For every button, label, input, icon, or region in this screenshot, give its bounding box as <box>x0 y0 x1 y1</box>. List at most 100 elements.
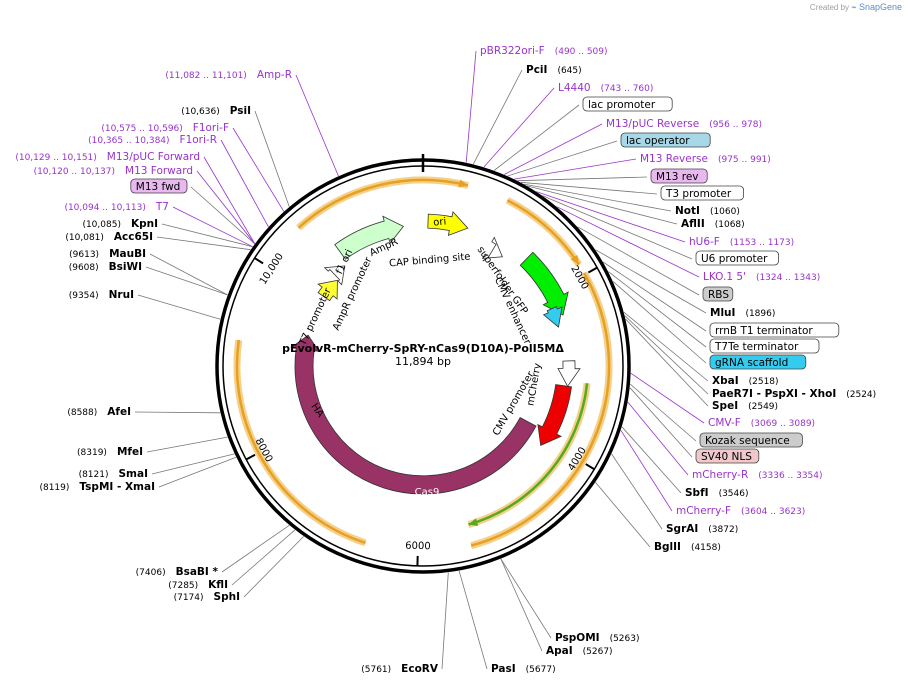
map-label-mcherry-f[interactable]: mCherry-F(3604 .. 3623) <box>676 505 805 517</box>
label-text: (10,085)KpnI <box>82 218 158 230</box>
map-label-sphi[interactable]: (7174)SphI <box>174 591 240 603</box>
leader-line <box>620 430 673 512</box>
map-label-bglii[interactable]: BglII(4158) <box>654 541 721 553</box>
label-text: PaeR7I - PspXI - XhoI(2524) <box>712 388 876 400</box>
map-label-m13-rev[interactable]: M13 rev <box>650 168 708 184</box>
orf-arcs <box>233 176 613 550</box>
label-text: LKO.1 5'(1324 .. 1343) <box>703 271 820 283</box>
label-text: ApaI(5267) <box>546 645 613 657</box>
leader-line <box>621 426 682 494</box>
snapgene-credit: Created by ⌁ SnapGene <box>809 2 902 12</box>
leader-line <box>483 87 555 168</box>
label-text: (10,365 .. 10,384)F1ori-R <box>88 134 217 146</box>
map-label-pasi[interactable]: PasI(5677) <box>491 663 556 675</box>
map-label-lko-1-5-[interactable]: LKO.1 5'(1324 .. 1343) <box>703 271 820 283</box>
leader-line <box>232 127 285 212</box>
map-label-f1ori-r[interactable]: (10,365 .. 10,384)F1ori-R <box>88 134 217 146</box>
map-label-bsiwi[interactable]: (9608)BsiWI <box>69 261 142 273</box>
label-box <box>695 448 760 464</box>
label-text: (8588)AfeI <box>67 406 131 418</box>
map-label-mlui[interactable]: MluI(1896) <box>710 307 775 319</box>
feature-label: T7 promoter <box>297 286 334 349</box>
map-label-amp-r[interactable]: (11,082 .. 11,101)Amp-R <box>165 69 292 81</box>
map-label-sbfi[interactable]: SbfI(3546) <box>685 487 749 499</box>
map-label-pspomi[interactable]: PspOMI(5263) <box>555 632 640 644</box>
map-label-spei[interactable]: SpeI(2549) <box>712 400 778 412</box>
map-label-kpni[interactable]: (10,085)KpnI <box>82 218 158 230</box>
map-label-rrnb-t1-terminator[interactable]: rrnB T1 terminator <box>709 322 840 338</box>
map-label-t7te-terminator[interactable]: T7Te terminator <box>709 338 820 354</box>
map-label-pbr322ori-f[interactable]: pBR322ori-F(490 .. 509) <box>480 45 608 57</box>
leader-line <box>156 236 251 251</box>
tick-label: 6000 <box>405 541 431 553</box>
map-label-maubi[interactable]: (9613)MauBI <box>69 248 146 260</box>
label-box <box>709 354 807 370</box>
map-label-mcherry-r[interactable]: mCherry-R(3336 .. 3354) <box>692 469 823 481</box>
label-text: (9613)MauBI <box>69 248 146 260</box>
label-text: (9354)NruI <box>69 289 134 301</box>
cmv-promoter-arrow <box>557 360 581 388</box>
map-label-l4440[interactable]: L4440(743 .. 760) <box>558 82 653 94</box>
orf-line <box>235 339 366 545</box>
map-label-lac-promoter[interactable]: lac promoter <box>582 96 673 112</box>
leader-line <box>630 372 705 424</box>
label-text: (10,636)PsiI <box>181 105 251 117</box>
leader-line <box>612 281 707 364</box>
leader-line <box>146 436 228 453</box>
map-label-apai[interactable]: ApaI(5267) <box>546 645 613 657</box>
label-box <box>695 250 779 266</box>
map-label-paer7i-pspxi-xhoi[interactable]: PaeR7I - PspXI - XhoI(2524) <box>712 388 876 400</box>
map-label-sv40-nls[interactable]: SV40 NLS <box>695 448 760 464</box>
map-label-u6-promoter[interactable]: U6 promoter <box>695 250 779 266</box>
map-label-nrui[interactable]: (9354)NruI <box>69 289 134 301</box>
map-label-rbs[interactable]: RBS <box>702 286 734 302</box>
leader-line <box>472 69 523 165</box>
f1-ori-arrow <box>317 279 338 302</box>
map-label-bsabi-[interactable]: (7406)BsaBI * <box>136 566 219 578</box>
map-label-hu6-f[interactable]: hU6-F(1153 .. 1173) <box>689 236 794 248</box>
map-label-ecorv[interactable]: (5761)EcoRV <box>361 663 439 675</box>
leader-line <box>220 139 269 227</box>
leader-line <box>458 570 488 670</box>
map-label-f1ori-f[interactable]: (10,575 .. 10,596)F1ori-F <box>101 122 229 134</box>
map-label-m13-forward[interactable]: (10,120 .. 10,137)M13 Forward <box>34 165 193 177</box>
leader-line <box>172 206 253 248</box>
map-label-smai[interactable]: (8121)SmaI <box>79 468 148 480</box>
map-label-m13-fwd[interactable]: M13 fwd <box>130 178 188 194</box>
label-text: SgrAI(3872) <box>666 523 738 535</box>
orf-arrowhead <box>570 255 579 265</box>
leader-line <box>623 311 709 382</box>
leader-line <box>517 176 648 182</box>
feature-label: Cas9 <box>415 487 440 498</box>
map-label-afei[interactable]: (8588)AfeI <box>67 406 131 418</box>
map-label-noti[interactable]: NotI(1060) <box>675 205 740 217</box>
map-label-grna-scaffold[interactable]: gRNA scaffold <box>709 354 807 370</box>
map-label-acc65i[interactable]: (10,081)Acc65I <box>65 231 153 243</box>
map-label-kozak-sequence[interactable]: Kozak sequence <box>699 432 803 448</box>
label-text: MluI(1896) <box>710 307 775 319</box>
map-label-sgrai[interactable]: SgrAI(3872) <box>666 523 738 535</box>
leader-line <box>465 50 477 163</box>
map-label-t7[interactable]: (10,094 .. 10,113)T7 <box>64 201 169 213</box>
map-label-kfli[interactable]: (7285)KflI <box>168 579 228 591</box>
cmv-enhancer-arrow <box>542 306 563 328</box>
leader-line <box>145 266 228 296</box>
label-box <box>130 178 188 194</box>
map-label-m13-puc-forward[interactable]: (10,129 .. 10,151)M13/pUC Forward <box>15 151 200 163</box>
orf-line <box>470 272 611 547</box>
map-label-m13-puc-reverse[interactable]: M13/pUC Reverse(956 .. 978) <box>606 118 762 130</box>
label-text: AflII(1068) <box>681 218 745 230</box>
map-label-psii[interactable]: (10,636)PsiI <box>181 105 251 117</box>
map-label-aflii[interactable]: AflII(1068) <box>681 218 745 230</box>
map-label-m13-reverse[interactable]: M13 Reverse(975 .. 991) <box>640 153 771 165</box>
leader-line <box>507 140 618 177</box>
map-label-cmv-f[interactable]: CMV-F(3069 .. 3089) <box>708 417 815 429</box>
label-text: (8319)MfeI <box>77 446 143 458</box>
map-label-xbai[interactable]: XbaI(2518) <box>712 375 779 387</box>
map-label-pcii[interactable]: PciI(645) <box>526 64 582 76</box>
map-label-tspmi-xmai[interactable]: (8119)TspMI - XmaI <box>39 481 155 493</box>
leader-line <box>203 156 256 244</box>
map-label-t3-promoter[interactable]: T3 promoter <box>660 185 744 201</box>
map-label-lac-operator[interactable]: lac operator <box>620 132 711 148</box>
map-label-mfei[interactable]: (8319)MfeI <box>77 446 143 458</box>
